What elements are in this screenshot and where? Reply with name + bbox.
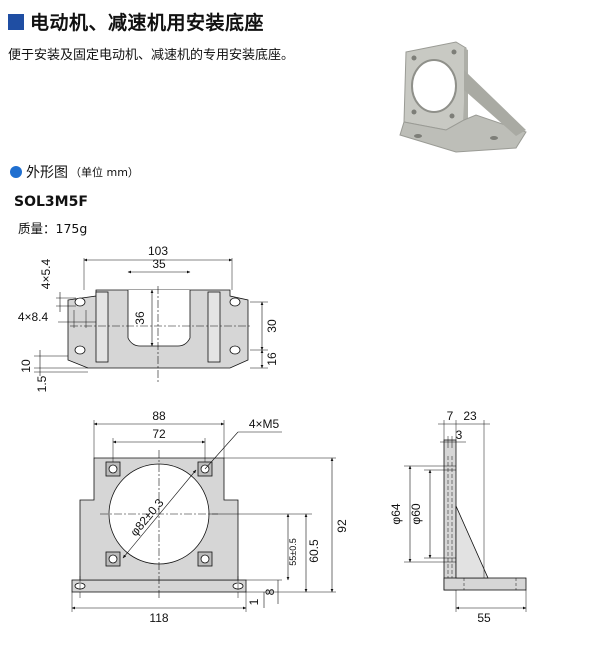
dim-8: 8 [263,588,277,595]
model-number: SOL3M5F [14,194,88,210]
dim-88: 88 [152,409,166,423]
dim-3: 3 [456,428,463,442]
bullet-dot-icon [10,166,22,178]
dim-1: 1 [247,598,261,605]
title-text: 电动机、减速机用安装底座 [30,12,265,34]
dim-phi64: φ64 [389,503,403,524]
dim-7: 7 [447,409,454,423]
dim-55-side: 55 [477,611,491,625]
top-view [34,258,268,382]
section-heading: 外形图 （单位 mm） [10,162,139,182]
dim-36: 36 [133,311,147,325]
dim-118: 118 [149,611,168,625]
page-title: 电动机、减速机用安装底座 [8,8,264,35]
dim-23: 23 [463,409,477,423]
dim-30: 30 [265,319,279,333]
dim-60-5: 60.5 [307,539,321,563]
section-unit: （单位 mm） [70,166,139,179]
dim-103: 103 [148,244,168,258]
dim-4x5-4: 4×5.4 [39,258,53,289]
side-view [404,420,527,612]
dim-10: 10 [19,359,33,373]
dim-4xm5: 4×M5 [249,417,280,431]
description: 便于安装及固定电动机、减速机的专用安装底座。 [8,48,295,63]
dim-72: 72 [152,427,166,441]
dim-16: 16 [265,352,279,366]
dim-92: 92 [335,519,349,533]
mass-label: 质量：175g [18,221,88,236]
front-view [71,420,336,612]
dim-35: 35 [152,257,166,271]
section-title: 外形图 [26,165,68,181]
product-photo [399,41,527,153]
title-square-icon [8,13,24,30]
dim-55-tol: 55±0.5 [288,538,298,565]
dim-phi60: φ60 [409,503,423,524]
dim-1-5: 1.5 [35,375,49,392]
dim-4x8-4: 4×8.4 [18,310,49,324]
